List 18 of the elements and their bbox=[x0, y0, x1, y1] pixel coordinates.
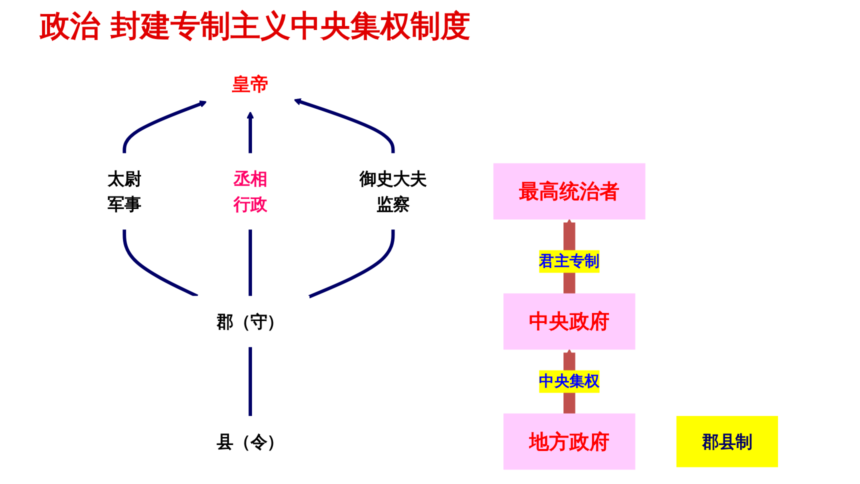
arrow bbox=[294, 98, 395, 154]
arrow bbox=[122, 100, 207, 154]
title: 政治 封建专制主义中央集权制度 bbox=[38, 8, 472, 46]
connector bbox=[248, 346, 252, 416]
connector bbox=[248, 229, 252, 296]
node-box: 郡县制 bbox=[676, 416, 778, 468]
arrow bbox=[246, 111, 254, 154]
node-text: 皇帝 bbox=[232, 74, 269, 96]
node-box: 中央政府 bbox=[503, 293, 636, 350]
edge-label: 中央集权 bbox=[539, 372, 600, 390]
node-text: 太尉 军事 bbox=[108, 168, 142, 214]
edge-label: 君主专制 bbox=[539, 252, 600, 270]
connector bbox=[122, 229, 198, 298]
node-text: 御史大夫 监察 bbox=[359, 168, 427, 214]
node-text: 郡（守） bbox=[216, 311, 284, 332]
node-text: 县（令） bbox=[216, 432, 284, 452]
node-box: 最高统治者 bbox=[493, 163, 646, 220]
connector bbox=[308, 229, 395, 298]
